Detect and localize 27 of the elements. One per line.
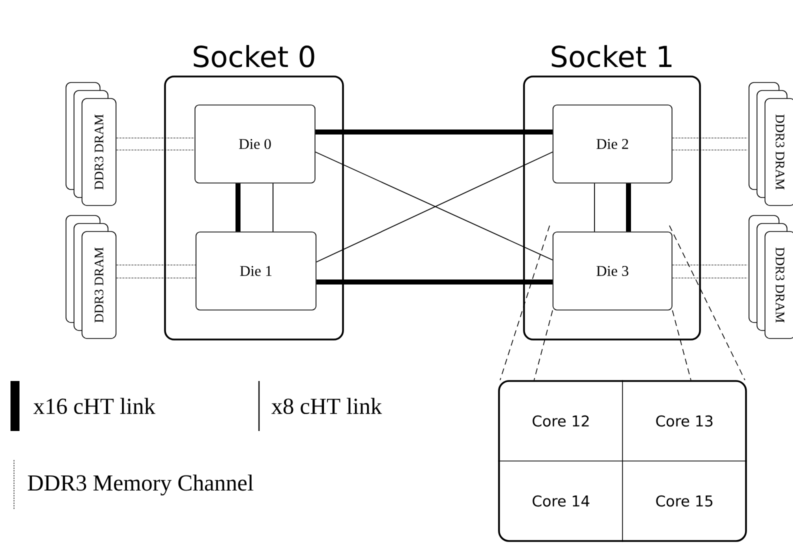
core-cell: Core 13 <box>656 415 712 427</box>
dram-stack: DDR3 DRAM <box>748 82 793 206</box>
zoom-line <box>500 225 746 380</box>
link-line <box>236 183 240 232</box>
die-box: Die 3 <box>552 232 672 310</box>
core-cell: Core 12 <box>532 415 589 427</box>
core-cell: Core 15 <box>656 495 712 507</box>
legend-text: DDR3 Memory Channel <box>28 474 254 496</box>
die-box: Die 2 <box>552 104 672 184</box>
link-line <box>316 280 553 284</box>
link-line <box>315 130 553 134</box>
memory-channel <box>116 264 196 266</box>
link-line <box>594 182 595 232</box>
node-label: Socket 0 <box>194 45 314 68</box>
link-line <box>626 183 631 232</box>
die-box: Die 1 <box>196 232 316 310</box>
dram-stack: DDR3 DRAM <box>66 82 116 206</box>
core-panel <box>498 380 748 542</box>
dram-stack: DDR3 DRAM <box>748 215 793 339</box>
legend-text: x16 cHT link <box>33 398 156 414</box>
die-box: Die 0 <box>194 104 316 184</box>
core-cell: Core 14 <box>532 495 590 507</box>
memory-channel <box>672 264 748 266</box>
node-label: Socket 1 <box>552 45 672 68</box>
legend-text: x8 cHT link <box>271 398 382 414</box>
link-line <box>272 182 274 232</box>
dram-stack: DDR3 DRAM <box>66 215 116 339</box>
